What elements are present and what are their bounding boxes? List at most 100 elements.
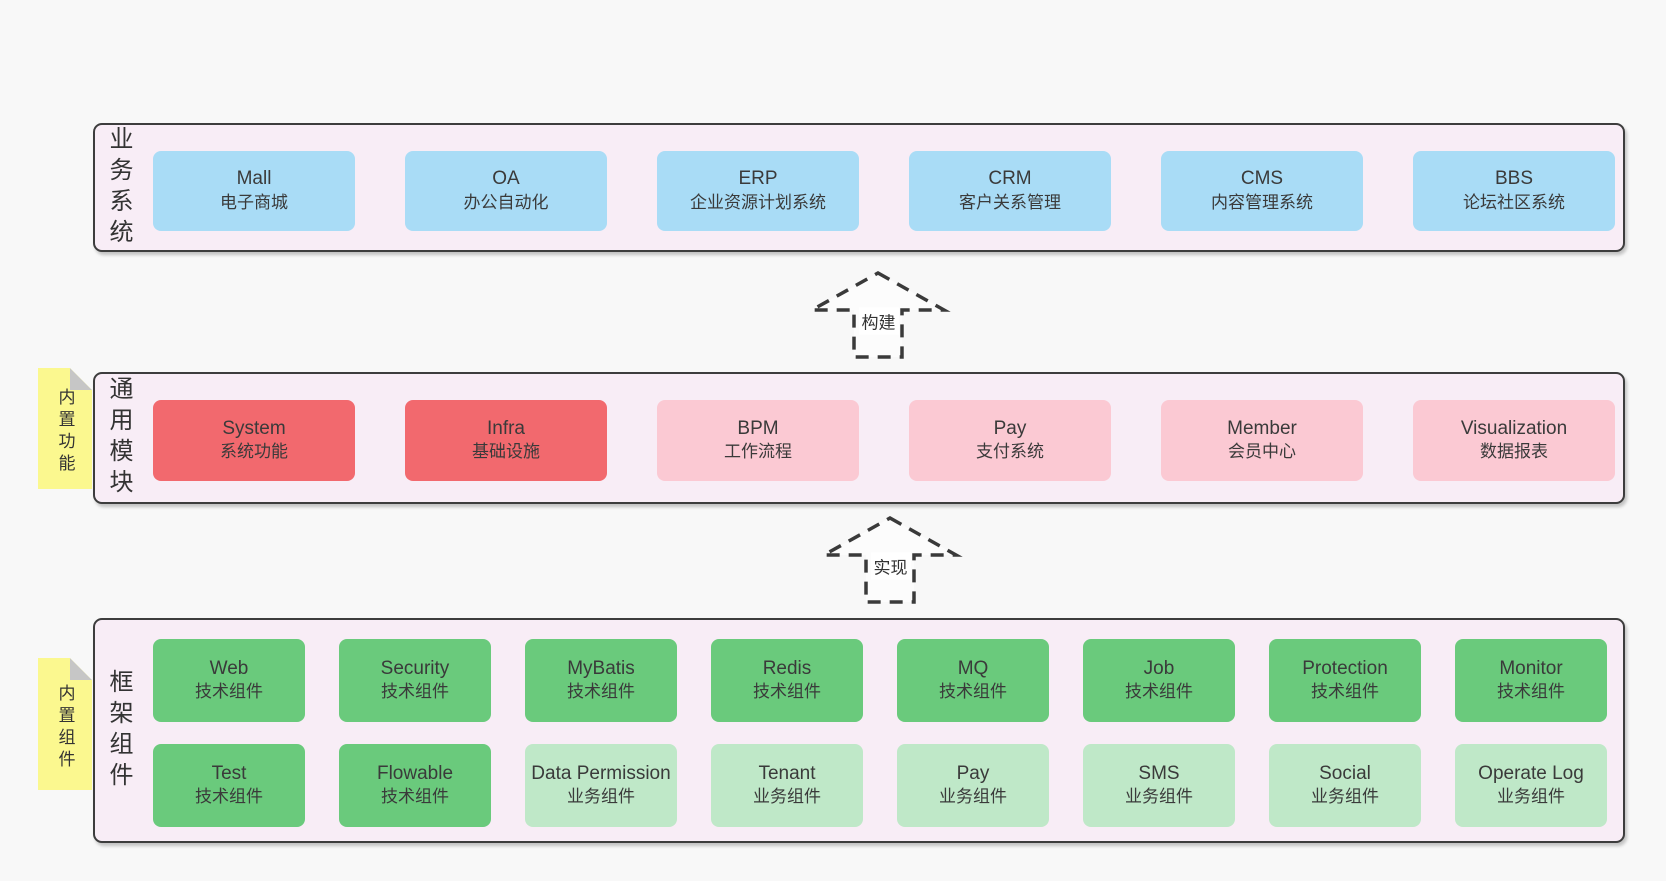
box-desc: 业务组件 (1497, 787, 1565, 807)
box-name: BBS (1494, 168, 1534, 190)
box-sms: SMS 业务组件 (1083, 744, 1235, 827)
box-data-permission: Data Permission 业务组件 (525, 744, 677, 827)
note-fold-corner-icon (70, 658, 92, 680)
box-name: Social (1319, 762, 1371, 784)
box-name: Pay (993, 417, 1027, 439)
box-cms: CMS 内容管理系统 (1161, 151, 1363, 231)
box-bpm: BPM 工作流程 (657, 400, 859, 481)
box-test: Test 技术组件 (153, 744, 305, 827)
build-arrow-icon: 构建 (805, 270, 951, 360)
box-name: Web (209, 657, 249, 679)
box-name: Tenant (758, 762, 816, 784)
builtin-features-note: 内置功能 (38, 368, 92, 489)
box-bbs: BBS 论坛社区系统 (1413, 151, 1615, 231)
business-box-row: Mall 电子商城 OA 办公自动化 ERP 企业资源计划系统 CRM 客户关系… (153, 151, 1615, 231)
box-name: ERP (738, 168, 778, 190)
box-name: MQ (957, 657, 989, 679)
box-visualization: Visualization 数据报表 (1413, 400, 1615, 481)
box-desc: 内容管理系统 (1211, 192, 1313, 212)
box-desc: 技术组件 (1497, 682, 1565, 702)
note-fold-corner-icon (70, 368, 92, 390)
box-name: Protection (1302, 657, 1388, 679)
components-box-row-top: Web 技术组件 Security 技术组件 MyBatis 技术组件 Redi… (153, 639, 1607, 722)
box-name: Operate Log (1478, 762, 1584, 784)
box-name: Flowable (376, 762, 454, 784)
box-name: SMS (1138, 762, 1180, 784)
box-name: CMS (1240, 168, 1284, 190)
box-desc: 技术组件 (381, 787, 449, 807)
box-desc: 会员中心 (1228, 442, 1296, 462)
box-name: BPM (737, 417, 779, 439)
box-member: Member 会员中心 (1161, 400, 1363, 481)
box-job: Job 技术组件 (1083, 639, 1235, 722)
box-web: Web 技术组件 (153, 639, 305, 722)
box-operate-log: Operate Log 业务组件 (1455, 744, 1607, 827)
box-desc: 技术组件 (195, 682, 263, 702)
box-desc: 技术组件 (195, 787, 263, 807)
box-desc: 技术组件 (753, 682, 821, 702)
box-desc: 系统功能 (220, 442, 288, 462)
implement-arrow-icon: 实现 (817, 515, 963, 605)
box-desc: 技术组件 (1311, 682, 1379, 702)
common-modules-band: 通用模块 System 系统功能 Infra 基础设施 BPM 工作流程 Pay… (93, 372, 1625, 504)
box-desc: 数据报表 (1480, 442, 1548, 462)
band-label-modules: 通用模块 (105, 376, 132, 500)
business-systems-band: 业务系统 Mall 电子商城 OA 办公自动化 ERP 企业资源计划系统 CRM… (93, 123, 1625, 252)
box-desc: 支付系统 (976, 442, 1044, 462)
box-tenant: Tenant 业务组件 (711, 744, 863, 827)
box-mq: MQ 技术组件 (897, 639, 1049, 722)
box-desc: 论坛社区系统 (1463, 192, 1565, 212)
box-social: Social 业务组件 (1269, 744, 1421, 827)
box-desc: 工作流程 (724, 442, 792, 462)
box-name: CRM (988, 168, 1032, 190)
box-oa: OA 办公自动化 (405, 151, 607, 231)
box-name: Job (1143, 657, 1175, 679)
box-desc: 业务组件 (1125, 787, 1193, 807)
band-label-business: 业务系统 (105, 125, 132, 250)
box-name: Redis (762, 657, 812, 679)
box-monitor: Monitor 技术组件 (1455, 639, 1607, 722)
box-pay: Pay 支付系统 (909, 400, 1111, 481)
box-desc: 业务组件 (567, 787, 635, 807)
box-desc: 技术组件 (1125, 682, 1193, 702)
note-text: 内置功能 (55, 388, 75, 477)
box-system: System 系统功能 (153, 400, 355, 481)
box-desc: 业务组件 (753, 787, 821, 807)
box-redis: Redis 技术组件 (711, 639, 863, 722)
builtin-components-note: 内置组件 (38, 658, 92, 790)
box-name: Monitor (1499, 657, 1563, 679)
box-desc: 技术组件 (381, 682, 449, 702)
note-text: 内置组件 (55, 683, 75, 772)
box-name: Visualization (1460, 417, 1568, 439)
box-desc: 业务组件 (1311, 787, 1379, 807)
components-box-row-bottom: Test 技术组件 Flowable 技术组件 Data Permission … (153, 744, 1607, 827)
box-desc: 业务组件 (939, 787, 1007, 807)
box-name: Pay (956, 762, 990, 784)
box-name: OA (492, 168, 520, 190)
implement-arrow-label: 实现 (870, 552, 911, 580)
box-name: Security (380, 657, 450, 679)
framework-components-band: 框架组件 Web 技术组件 Security 技术组件 MyBatis 技术组件… (93, 618, 1625, 843)
box-name: Mall (236, 168, 272, 190)
box-desc: 客户关系管理 (959, 192, 1061, 212)
box-mall: Mall 电子商城 (153, 151, 355, 231)
box-pay-component: Pay 业务组件 (897, 744, 1049, 827)
box-name: MyBatis (567, 657, 635, 679)
box-desc: 办公自动化 (463, 192, 549, 212)
box-name: Test (211, 762, 247, 784)
box-crm: CRM 客户关系管理 (909, 151, 1111, 231)
box-name: Infra (486, 417, 526, 439)
box-name: Member (1227, 417, 1297, 439)
build-arrow-label: 构建 (858, 307, 899, 335)
box-desc: 技术组件 (939, 682, 1007, 702)
box-erp: ERP 企业资源计划系统 (657, 151, 859, 231)
box-flowable: Flowable 技术组件 (339, 744, 491, 827)
box-desc: 电子商城 (220, 192, 288, 212)
box-protection: Protection 技术组件 (1269, 639, 1421, 722)
band-label-components: 框架组件 (105, 668, 132, 793)
modules-box-row: System 系统功能 Infra 基础设施 BPM 工作流程 Pay 支付系统… (153, 400, 1615, 481)
box-name: Data Permission (531, 762, 671, 784)
box-mybatis: MyBatis 技术组件 (525, 639, 677, 722)
box-desc: 技术组件 (567, 682, 635, 702)
